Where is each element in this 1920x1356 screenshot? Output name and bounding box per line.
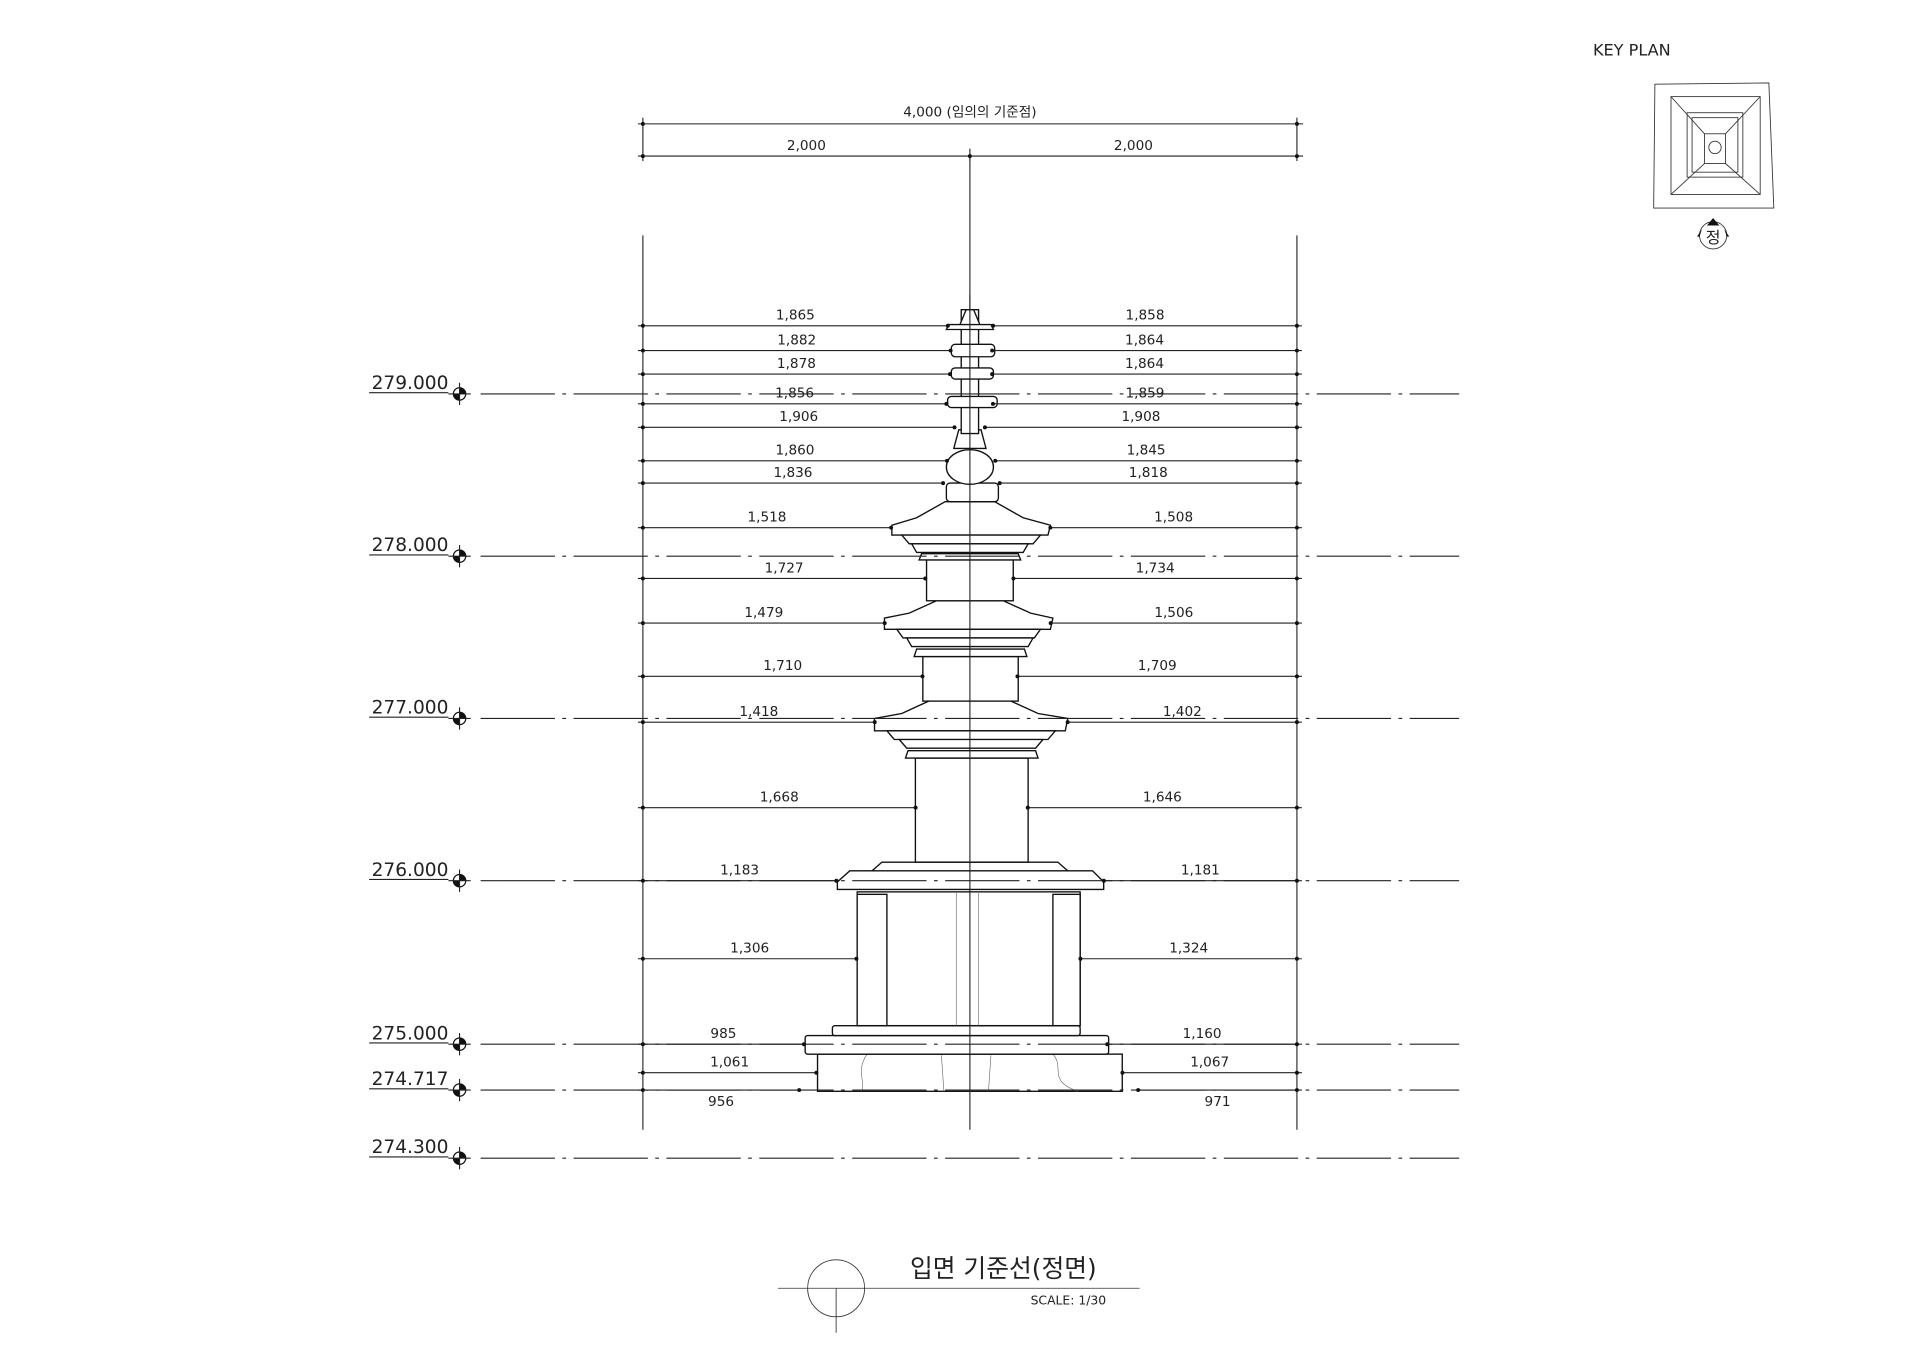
left-dimension-label: 1,882 (777, 332, 816, 348)
right-dimension-label: 1,181 (1181, 863, 1220, 879)
title-block: 입면 기준선(정면) SCALE: 1/30 (777, 1254, 1140, 1333)
left-dimension-label: 1,860 (775, 443, 814, 459)
width-dimension-row: 1,183 1,181 (637, 863, 1302, 883)
left-dimension-label: 1,306 (730, 941, 769, 957)
left-dimension-label: 1,727 (765, 560, 804, 576)
left-dimension-label: 1,836 (774, 465, 813, 481)
width-dimension-row: 1,906 1,908 (637, 409, 1302, 430)
right-dimension-label: 1,508 (1154, 509, 1193, 525)
elevation-marker-icon (448, 707, 471, 730)
right-dimension-label: 1,864 (1125, 356, 1164, 372)
left-dimension-label: 1,856 (775, 386, 814, 402)
left-dimension-label: 1,906 (779, 409, 818, 425)
left-dimension-label: 1,710 (763, 658, 802, 674)
elevation-level: 274.300 (369, 1137, 1460, 1170)
width-dimension-row: 1,878 1,864 (637, 356, 1302, 377)
width-dimension-row: 1,836 1,818 (637, 465, 1302, 486)
pagoda-elevation (804, 294, 1123, 1092)
elevation-label: 276.000 (372, 860, 449, 881)
width-dimension-row: 1,418 1,402 (637, 704, 1302, 725)
elevation-marker-icon (448, 869, 471, 892)
left-dimension-label: 1,878 (777, 356, 816, 372)
left-dimension-label: 1,418 (739, 704, 778, 720)
width-dimension-row: 956 971 (637, 1088, 1302, 1110)
right-dimension-label: 1,845 (1127, 443, 1166, 459)
left-dimension-label: 985 (710, 1026, 736, 1042)
elevation-label: 279.000 (372, 373, 449, 394)
key-plan: KEY PLAN 정 (1593, 41, 1775, 250)
elevation-marker-icon (448, 382, 471, 406)
elevation-marker-icon (448, 1078, 471, 1102)
elevation-marker-icon (448, 1033, 471, 1056)
elevation-label: 278.000 (372, 535, 449, 556)
right-dimension-label: 971 (1205, 1094, 1231, 1110)
elevation-label: 274.717 (372, 1069, 449, 1090)
left-dimension-label: 1,479 (744, 605, 783, 621)
elevation-level: 279.000 (369, 373, 1460, 406)
right-dimension-label: 1,864 (1125, 332, 1164, 348)
half-dimension-right: 2,000 (1114, 138, 1153, 154)
right-dimension-label: 1,908 (1121, 409, 1160, 425)
width-dimension-row: 1,882 1,864 (637, 332, 1302, 353)
width-dimension-row: 1,727 1,734 (637, 560, 1302, 581)
width-dimension-row: 1,479 1,506 (637, 605, 1302, 626)
left-dimension-label: 1,865 (776, 308, 815, 324)
overall-dimension-label: 4,000 (임의의 기준점) (903, 104, 1036, 120)
right-dimension-label: 1,858 (1126, 308, 1165, 324)
width-dimension-row: 1,710 1,709 (637, 658, 1302, 679)
elevation-label: 274.300 (372, 1137, 449, 1158)
key-plan-label: KEY PLAN (1593, 41, 1671, 60)
left-dimension-label: 1,518 (748, 509, 787, 525)
width-dimension-row: 1,668 1,646 (637, 789, 1302, 810)
drawing-scale: SCALE: 1/30 (1031, 1293, 1107, 1307)
right-dimension-label: 1,324 (1169, 941, 1208, 957)
drawing-title: 입면 기준선(정면) (910, 1254, 1097, 1283)
elevation-marker-icon (448, 1147, 471, 1170)
right-dimension-label: 1,067 (1190, 1055, 1229, 1071)
width-dimension-row: 1,061 1,067 (637, 1055, 1302, 1075)
right-dimension-label: 1,734 (1136, 560, 1175, 576)
right-dimension-label: 1,506 (1154, 605, 1193, 621)
right-dimension-label: 1,646 (1143, 789, 1182, 805)
width-dimension-row: 1,518 1,508 (637, 509, 1302, 530)
width-dimension-rows: 1,865 1,858 1,882 1,864 1,878 1,864 1,856 1,859… (637, 308, 1302, 1110)
right-dimension-label: 1,859 (1125, 386, 1164, 402)
right-dimension-label: 1,402 (1163, 704, 1202, 720)
elevation-label: 277.000 (372, 697, 449, 718)
width-dimension-row: 1,856 1,859 (637, 386, 1302, 406)
top-dimensions: 4,000 (임의의 기준점) 2,000 2,000 (637, 104, 1304, 162)
width-dimension-row: 985 1,160 (637, 1026, 1302, 1047)
width-dimension-row: 1,306 1,324 (637, 941, 1302, 961)
right-dimension-label: 1,818 (1129, 465, 1168, 481)
left-dimension-label: 1,061 (710, 1055, 749, 1071)
right-dimension-label: 1,709 (1138, 658, 1177, 674)
half-dimension-left: 2,000 (787, 138, 826, 154)
elevation-level: 278.000 (369, 535, 1460, 568)
elevation-marker-icon (448, 545, 471, 568)
width-dimension-row: 1,865 1,858 (637, 308, 1302, 328)
elevation-level: 277.000 (369, 697, 1460, 730)
direction-mark-label: 정 (1706, 228, 1721, 247)
elevation-label: 275.000 (372, 1023, 449, 1044)
left-dimension-label: 956 (708, 1094, 734, 1110)
left-dimension-label: 1,668 (760, 789, 799, 805)
right-dimension-label: 1,160 (1183, 1026, 1222, 1042)
width-dimension-row: 1,860 1,845 (637, 443, 1302, 463)
left-dimension-label: 1,183 (720, 863, 759, 879)
